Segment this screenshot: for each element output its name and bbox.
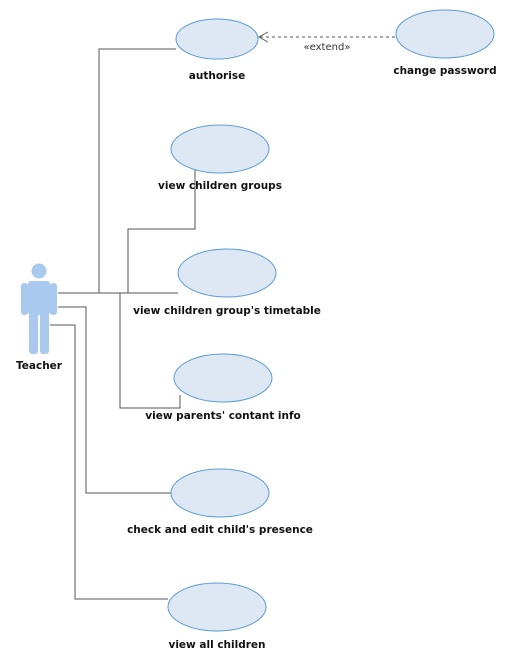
use-case-label: change password [393,65,496,77]
use-case-ellipse [177,248,277,298]
use-case-ellipse [173,353,273,403]
use-case-label: authorise [189,70,245,82]
use-case-ellipse [395,9,495,59]
extend-label: «extend» [304,42,351,53]
use-case-view-children-groups[interactable]: view children groups [158,124,282,192]
association-authorise [58,48,176,294]
extend-arrowhead [257,31,269,43]
actor-teacher[interactable]: Teacher [16,263,63,373]
use-case-label: view all children [168,639,265,651]
associations [50,48,196,600]
extend-relationship: «extend» [257,31,395,53]
use-case-label: view children groups [158,180,282,192]
use-case-label: view parents' contant info [145,410,300,422]
association-view-parents [58,292,181,409]
use-case-check-presence[interactable]: check and edit child's presence [127,468,313,536]
use-case-ellipse [170,468,270,518]
use-case-view-timetable[interactable]: view children group's timetable [133,248,321,317]
actor-icon [21,263,57,354]
use-case-view-parents[interactable]: view parents' contant info [145,353,301,422]
use-case-ellipse [167,582,267,632]
use-case-ellipse [175,18,259,60]
association-check-presence [58,306,171,494]
use-case-view-all-children[interactable]: view all children [167,582,267,651]
use-case-label: view children group's timetable [133,305,321,317]
use-case-label: check and edit child's presence [127,524,313,536]
association-view-all-children [50,324,168,600]
use-case-change-password[interactable]: change password [393,9,497,77]
use-case-ellipse [170,124,270,174]
use-case-authorise[interactable]: authorise [175,18,259,82]
actor-label: Teacher [16,360,63,372]
